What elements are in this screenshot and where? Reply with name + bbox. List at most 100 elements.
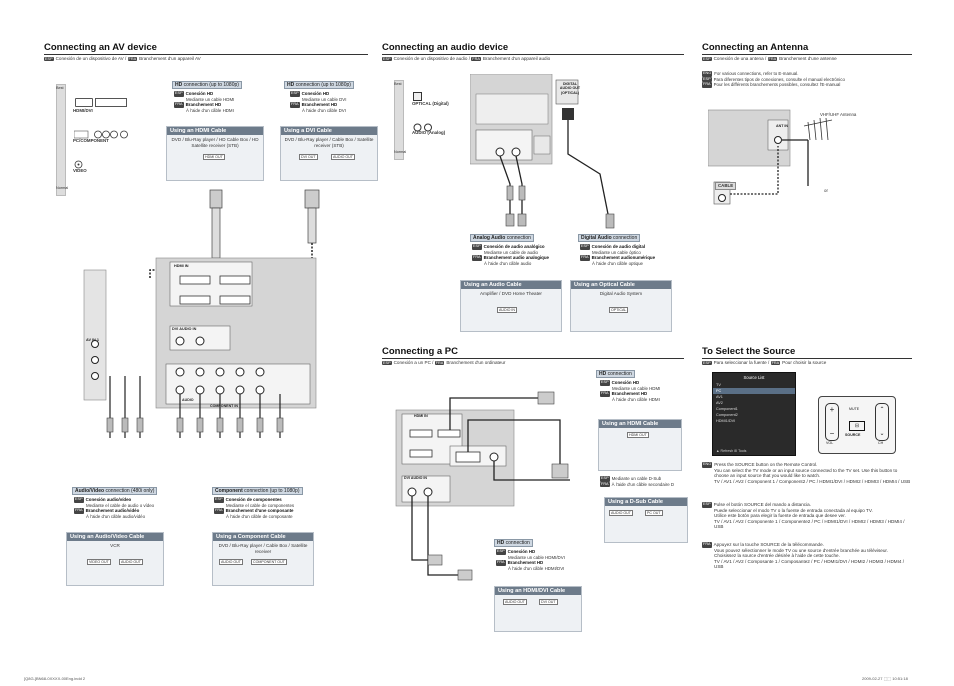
av-title: Connecting an AV device bbox=[44, 42, 157, 53]
side-analog: AUDIO (Analog) bbox=[412, 130, 446, 135]
vol-rocker: + − bbox=[825, 403, 839, 441]
pc-dvi-audio-out-port: AUDIO OUT bbox=[503, 599, 527, 605]
pc-hd2-conn-title: HD connection bbox=[494, 539, 533, 547]
audio-rail-best: Best bbox=[394, 82, 402, 86]
component-box-head: Using a Component Cable bbox=[213, 533, 313, 541]
source-list-item[interactable]: Component1 bbox=[716, 407, 738, 411]
dvi-box-body: DVD / Blu-Ray player / Cable Box / Satel… bbox=[284, 137, 374, 148]
source-rule bbox=[702, 358, 912, 359]
source-list-item[interactable]: HDMI1/DVI bbox=[716, 419, 736, 423]
pc-rule bbox=[382, 358, 684, 359]
av-box-body: VCR bbox=[110, 543, 120, 548]
tv-hdmi-in-label: HDMI IN bbox=[174, 264, 189, 268]
analog-audio-ports-icon bbox=[413, 119, 437, 137]
component-out-port: COMPONENT OUT bbox=[251, 559, 287, 565]
rail-normal: Normal bbox=[56, 186, 69, 190]
pc-hd1-conn-title: HD connection bbox=[596, 370, 635, 378]
antenna-title: Connecting an Antenna bbox=[702, 42, 809, 53]
hdmi-box-body: DVD / Blu-Ray player / HD Cable Box / HD… bbox=[171, 137, 259, 148]
source-button[interactable]: ⊟ bbox=[849, 421, 865, 431]
source-list-item[interactable]: AV2 bbox=[716, 401, 723, 405]
tv-component-label: COMPONENT IN bbox=[210, 404, 238, 408]
component-cable-box: Using a Component Cable DVD / Blu-Ray pl… bbox=[212, 532, 314, 586]
ch-label: CH bbox=[878, 441, 884, 445]
source-list-title: Source List bbox=[743, 375, 765, 380]
source-list-item[interactable]: AV1 bbox=[716, 395, 723, 399]
pc-dsub-cable-box: Using a D-Sub Cable AUDIO OUT PC OUT bbox=[604, 497, 688, 543]
av-hdmi-conn-title: HD connection (up to 1080p) bbox=[172, 81, 242, 89]
pc-dsub-box-head: Using a D-Sub Cable bbox=[605, 498, 687, 506]
tv-optical-label: DIGITAL AUDIO OUT (OPTICAL) bbox=[559, 82, 581, 95]
pc-hdmi-box-head: Using an HDMI Cable bbox=[599, 420, 681, 428]
pc-tv-hdmi-label: HDMI IN bbox=[414, 414, 428, 418]
pc-dvi-out-port: DVI OUT bbox=[539, 599, 558, 605]
antenna-or: or bbox=[824, 188, 828, 193]
print-footer-right: 2009-02-27 ⬚⬚ 10:51:18 bbox=[862, 676, 908, 681]
dvi-box-head: Using a DVI Cable bbox=[281, 127, 377, 135]
dvi-audio-out-port: AUDIO OUT bbox=[331, 154, 355, 160]
side-video: VIDEO bbox=[73, 168, 87, 173]
hdmi-cable-box: Using an HDMI Cable DVD / Blu-Ray player… bbox=[166, 126, 264, 181]
digital-conn-title: Digital Audio connection bbox=[578, 234, 641, 242]
av-cable-box: Using an Audio/Video Cable VCR VIDEO OUT… bbox=[66, 532, 164, 586]
component-conn-title: Component connection (up to 1080p) bbox=[212, 487, 303, 495]
tv-audio-label: AUDIO bbox=[182, 398, 194, 402]
optical-box-body: Digital Audio System bbox=[599, 291, 643, 296]
remote-control: + − VOL MUTE ⊟ SOURCE ⌃ ⌄ CH bbox=[818, 396, 896, 454]
dvi-cable-box: Using a DVI Cable DVD / Blu-Ray player /… bbox=[280, 126, 378, 181]
source-title: To Select the Source bbox=[702, 346, 796, 357]
pc-title: Connecting a PC bbox=[382, 346, 459, 357]
video-out-port: VIDEO OUT bbox=[87, 559, 111, 565]
optical-cable-box: Using an Optical Cable Digital Audio Sys… bbox=[570, 280, 672, 332]
print-footer-left: [Q8G-]BN68-0XXXX-00Eng.indd 2 bbox=[24, 676, 86, 681]
analog-conn-title: Analog Audio connection bbox=[470, 234, 534, 242]
cable-label: CABLE bbox=[715, 182, 737, 190]
source-label: SOURCE bbox=[845, 433, 861, 437]
audio-in-port: AUDIO IN bbox=[497, 307, 517, 313]
audio-box-head: Using an Audio Cable bbox=[461, 281, 561, 289]
source-list-item[interactable]: TV bbox=[716, 383, 721, 387]
audio-rule bbox=[382, 54, 684, 55]
audio-box-body: Amplifier / DVD Home Theater bbox=[480, 291, 542, 296]
source-list-item[interactable]: PC bbox=[713, 388, 795, 394]
vol-label: VOL bbox=[826, 441, 834, 445]
video-port-icon bbox=[74, 156, 83, 174]
quality-rail bbox=[56, 84, 66, 196]
pc-hdmi-out-port: HDMI OUT bbox=[627, 432, 649, 438]
hdmi-box-head: Using an HDMI Cable bbox=[167, 127, 263, 135]
audio-quality-rail bbox=[394, 80, 404, 160]
hdmi-out-port: HDMI OUT bbox=[203, 154, 225, 160]
comp-audio-out-port: AUDIO OUT bbox=[219, 559, 243, 565]
side-pc-component: PC/COMPONENT bbox=[73, 138, 109, 143]
source-list-item[interactable]: Component2 bbox=[716, 413, 738, 417]
optical-port-icon bbox=[413, 92, 422, 101]
audio-cable-box: Using an Audio Cable Amplifier / DVD Hom… bbox=[460, 280, 562, 332]
tv-av-in-label: AV IN 1 bbox=[86, 338, 100, 342]
side-optical: OPTICAL (Digital) bbox=[412, 101, 449, 106]
source-list-footer: ▲ Refresh ⊞ Tools bbox=[716, 449, 747, 453]
component-box-body: DVD / Blu-Ray player / Cable Box / Satel… bbox=[218, 543, 308, 554]
vhf-uhf-label: VHF/UHF Antenna bbox=[820, 112, 857, 117]
pc-tv-dvi-audio-label: DVI AUDIO IN bbox=[404, 476, 428, 480]
pc-dvi-box-head: Using an HDMI/DVI Cable bbox=[495, 587, 581, 595]
mute-label: MUTE bbox=[849, 407, 860, 411]
av-video-conn-title: Audio/Video connection (480i only) bbox=[72, 487, 158, 495]
pc-component-ports-icon bbox=[73, 126, 134, 139]
optical-port: OPTICAL bbox=[609, 307, 629, 313]
